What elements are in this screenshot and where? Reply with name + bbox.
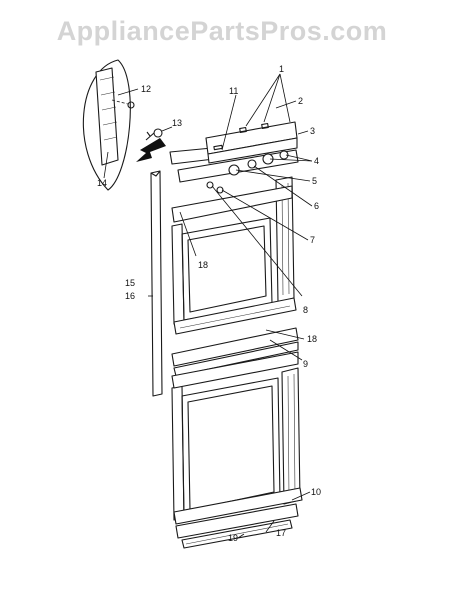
separator-strip-upper — [171, 327, 299, 367]
upper-bottom-bar — [173, 297, 297, 335]
leader-9 — [269, 339, 303, 361]
panel-slot-1 — [239, 126, 247, 134]
leader-13 — [161, 126, 173, 132]
separator-strip-lower — [173, 341, 299, 377]
callout-6: 6 — [314, 201, 319, 211]
leader-12 — [117, 88, 139, 96]
panel-slot-3 — [213, 144, 223, 151]
callout-14: 14 — [97, 178, 107, 188]
callout-1: 1 — [279, 64, 284, 74]
callout-11: 11 — [229, 86, 238, 96]
leader-4a — [285, 154, 313, 162]
callout-8: 8 — [303, 305, 308, 315]
bottom-bar-10 — [173, 487, 303, 525]
callout-18b: 18 — [307, 334, 317, 344]
upper-top-bar — [171, 185, 293, 223]
side-trim-top — [150, 170, 161, 177]
upper-right-rail-detail — [281, 182, 290, 296]
inset-leader — [103, 151, 109, 179]
callout-4: 4 — [314, 156, 319, 166]
callout-2: 2 — [298, 96, 303, 106]
knob-4 — [279, 150, 289, 160]
bottom-trim-assembly — [173, 487, 303, 549]
leader-17 — [265, 520, 275, 533]
leader-5 — [235, 169, 311, 182]
callout-16: 16 — [125, 291, 135, 301]
upper-window-inner — [187, 225, 267, 313]
bottom-bar-detail — [185, 523, 289, 545]
callout-labels: 1 2 3 4 5 6 7 8 9 10 11 12 13 14 15 16 1… — [97, 64, 321, 543]
screw-6 — [206, 181, 214, 189]
leader-7 — [221, 189, 309, 241]
callout-3: 3 — [310, 126, 315, 136]
inset-bracket-detail — [99, 76, 118, 141]
lower-top-bar — [171, 351, 299, 389]
leader-4b — [269, 158, 313, 162]
callout-18a: 18 — [198, 260, 208, 270]
callout-12: 12 — [141, 84, 151, 94]
callout-7: 7 — [310, 235, 315, 245]
knob-1 — [228, 164, 240, 176]
upper-bottom-bar-detail — [179, 305, 291, 329]
side-trim-strip — [150, 170, 163, 397]
panel-slot-2 — [261, 122, 269, 130]
lower-window-inner — [187, 385, 275, 511]
callout-19: 19 — [228, 533, 238, 543]
inset-outline — [82, 59, 131, 191]
leader-1c — [245, 73, 281, 127]
leader-1a — [263, 73, 281, 123]
callout-15: 15 — [125, 278, 135, 288]
inset-bracket — [95, 67, 119, 166]
leader-lines — [117, 73, 313, 539]
screw-7 — [216, 186, 224, 194]
callout-17: 17 — [276, 528, 286, 538]
detail-inset — [82, 59, 135, 191]
upper-oven-frame — [171, 176, 297, 335]
callout-10: 10 — [311, 487, 321, 497]
leader-11 — [221, 94, 237, 151]
fastener-13 — [145, 128, 163, 141]
watermark-logo-text: AppliancePartsPros.com — [57, 16, 388, 46]
leader-2 — [275, 100, 297, 109]
leader-1b — [279, 73, 291, 123]
lower-right-rail-detail — [287, 373, 296, 498]
lower-right-rail — [281, 367, 301, 505]
leader-18a — [179, 211, 197, 257]
leader-10 — [291, 491, 311, 501]
control-knobs — [206, 150, 289, 194]
callout-5: 5 — [312, 176, 317, 186]
inset-screw-line — [111, 99, 129, 105]
callout-13: 13 — [172, 118, 182, 128]
leader-18b — [265, 329, 305, 340]
leader-8 — [211, 185, 303, 297]
callout-9: 9 — [303, 359, 308, 369]
leader-6 — [253, 165, 313, 207]
control-panel-lower-edge — [207, 137, 298, 164]
middle-separator-trim — [171, 327, 299, 377]
leader-19 — [237, 533, 245, 539]
leader-3 — [297, 130, 309, 135]
direction-arrow — [136, 138, 166, 162]
bottom-bar-19 — [175, 503, 299, 539]
inset-screw — [127, 101, 135, 109]
